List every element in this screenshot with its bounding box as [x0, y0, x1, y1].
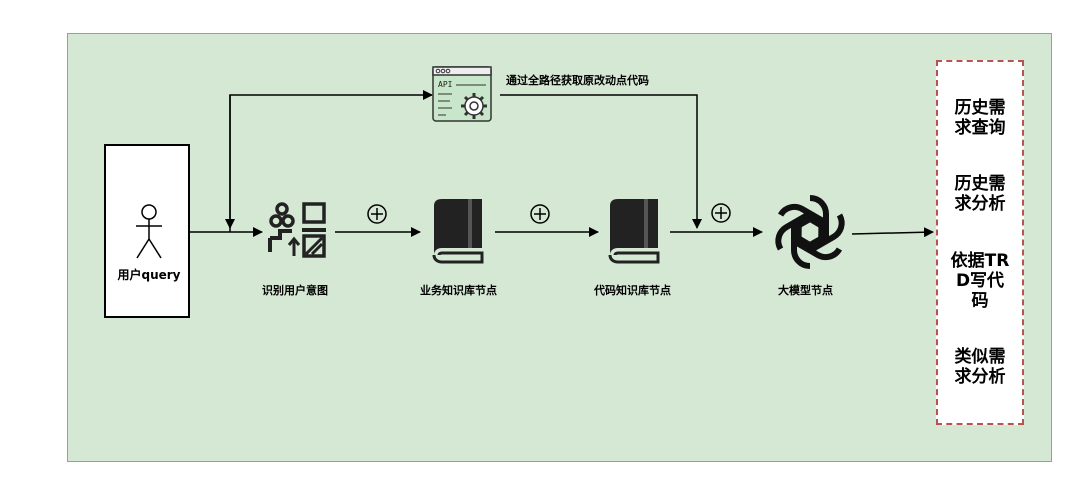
- output-panel: 历史需求查询 历史需求分析 依据TRD写代码 类似需求分析: [936, 60, 1024, 425]
- llm-label: 大模型节点: [778, 284, 833, 297]
- business-kb-label: 业务知识库节点: [420, 284, 497, 297]
- output-item: 类似需求分析: [954, 346, 1006, 387]
- merge-symbol: [367, 204, 387, 224]
- api-settings-icon: API: [432, 66, 492, 122]
- output-item: 依据TRD写代码: [950, 250, 1010, 311]
- user-label: 用户query: [117, 268, 181, 282]
- diagram-background: [67, 33, 1052, 462]
- merge-symbol: [530, 204, 550, 224]
- intent-label: 识别用户意图: [262, 284, 328, 297]
- edge-llm-to-outputs: [851, 227, 934, 238]
- api-icon-text: API: [438, 80, 453, 89]
- output-item: 历史需求分析: [954, 174, 1006, 215]
- llm-icon: [775, 195, 845, 269]
- edge-api-to-llm: [500, 94, 702, 229]
- book-icon: [432, 199, 484, 264]
- user-icon: [136, 204, 162, 259]
- merge-symbol: [711, 203, 731, 223]
- output-item: 历史需求查询: [954, 98, 1006, 139]
- api-step-label: 通过全路径获取原改动点代码: [506, 74, 649, 87]
- book-icon: [608, 199, 660, 264]
- code-kb-label: 代码知识库节点: [594, 284, 671, 297]
- edge-to-api: [229, 90, 433, 232]
- intent-icon: [268, 202, 326, 258]
- user-node: 用户query: [104, 144, 190, 318]
